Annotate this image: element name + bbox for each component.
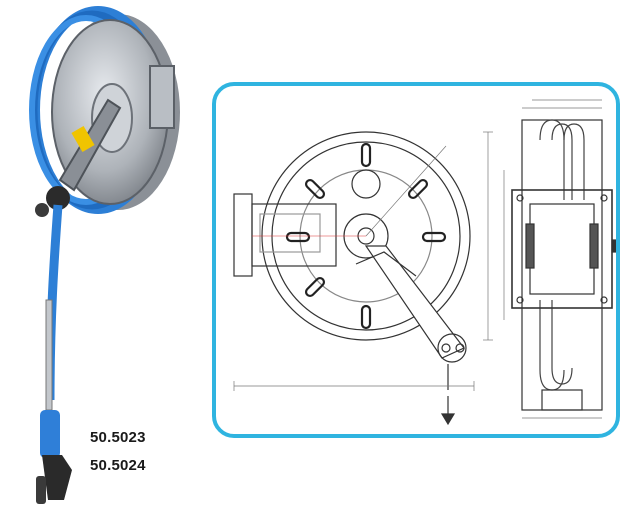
- product-code-2: 50.5024: [90, 457, 146, 474]
- hose-reel-photo: [29, 6, 180, 504]
- technical-drawing-frame: [212, 82, 620, 438]
- product-code-1: 50.5023: [90, 429, 146, 446]
- technical-drawing: [233, 99, 616, 426]
